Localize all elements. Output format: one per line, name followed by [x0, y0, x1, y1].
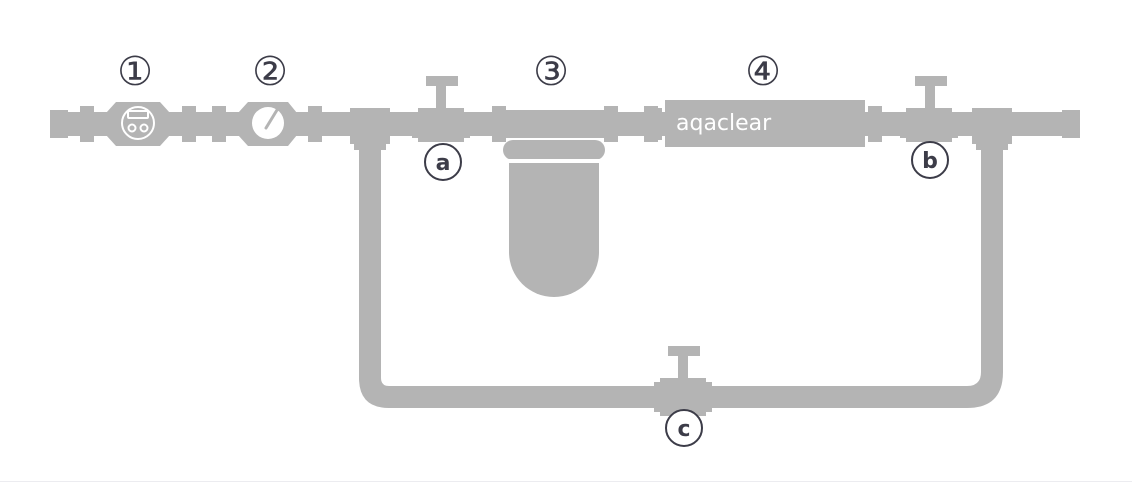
pipe-joint [80, 106, 94, 142]
valve-c[interactable] [654, 346, 712, 416]
valve-badge-b: b [911, 141, 949, 179]
valve-a[interactable] [412, 76, 470, 142]
valve-b[interactable] [900, 76, 958, 142]
valve-stem [925, 86, 935, 110]
valve-handle [915, 76, 947, 86]
valve-label-c: c [677, 417, 690, 442]
pressure-reducer[interactable] [228, 102, 306, 146]
filter-cap [503, 140, 605, 160]
valve-stem [678, 356, 688, 380]
component-number-3: ③ [533, 49, 569, 95]
valve-handle [426, 76, 458, 86]
valve-badge-a: a [424, 143, 462, 181]
valve-badge-c: c [665, 409, 703, 447]
filter-housing-icon [509, 163, 599, 297]
treatment-unit-coupling-left [650, 108, 662, 140]
valve-flange [654, 382, 712, 412]
treatment-brand-label: aqaclear [676, 111, 772, 136]
valve-handle [668, 346, 700, 356]
valve-stem [436, 86, 446, 110]
water-meter-body [96, 102, 180, 146]
water-treatment-unit[interactable]: aqaclear [650, 100, 880, 147]
water-meter[interactable] [96, 102, 180, 146]
component-number-4: ④ [745, 49, 781, 95]
pipe-joint [212, 106, 226, 142]
bypass-tee-right-neck [976, 138, 1008, 150]
valve-label-b: b [922, 149, 938, 174]
treatment-unit-icon [665, 100, 865, 147]
valve-label-a: a [436, 151, 451, 176]
inlet-flange [50, 110, 68, 138]
outlet-flange [1062, 110, 1080, 138]
footer-divider [0, 481, 1132, 482]
filter-cap-divider [505, 159, 603, 163]
filter[interactable] [500, 110, 610, 297]
valve-flange [900, 112, 958, 138]
water-meter-icon [121, 106, 155, 140]
component-number-1: ① [117, 49, 153, 95]
treatment-unit-coupling-right [868, 108, 880, 140]
filter-head [500, 110, 610, 138]
bypass-tee-left-neck [354, 138, 386, 150]
component-number-2: ② [252, 49, 288, 95]
pressure-gauge-icon [252, 107, 284, 139]
valve-flange [412, 112, 470, 138]
pipe-joint [182, 106, 196, 142]
pipe-joint [308, 106, 322, 142]
